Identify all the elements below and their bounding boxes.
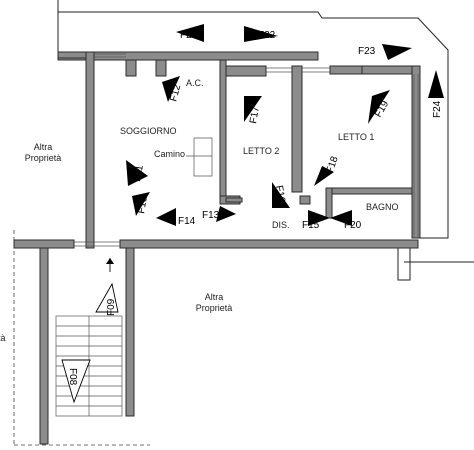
- photo-point-label: F14: [178, 216, 196, 227]
- photo-point-f18: F18: [314, 155, 341, 186]
- photo-point-f09: F09: [95, 282, 119, 316]
- photo-point-label: F20: [344, 220, 362, 231]
- boundary-lines: [13, 0, 474, 446]
- photo-point-label: F08: [67, 368, 78, 386]
- neighbor-label-edge: tà: [0, 333, 6, 343]
- photo-point-f21: F21: [176, 24, 204, 42]
- staircase: [55, 258, 123, 417]
- photo-point-f16: F16: [272, 182, 290, 208]
- photo-point-f19: F19: [368, 90, 391, 124]
- photo-point-label: F17: [248, 105, 262, 124]
- photo-point-label: F22: [258, 30, 276, 41]
- photo-point-f13: F13: [202, 206, 236, 222]
- fireplace-label: Camino: [154, 149, 185, 159]
- neighbor-label-center-1: Altra: [205, 292, 224, 302]
- photo-point-f14: F14: [156, 208, 196, 227]
- photo-point-f08: F08: [61, 359, 91, 404]
- photo-point-label: F10: [136, 195, 150, 214]
- photo-point-f23: F23: [358, 44, 412, 60]
- photo-point-label: F23: [358, 46, 376, 57]
- room-label-bagno: BAGNO: [366, 202, 399, 212]
- photo-point-label: F09: [106, 298, 117, 316]
- photo-point-f11: F11: [126, 160, 148, 186]
- photo-point-label: F18: [324, 155, 340, 175]
- photo-point-label: F13: [202, 210, 220, 221]
- photo-point-label: F12: [168, 83, 183, 103]
- room-label-dis: DIS.: [272, 220, 290, 230]
- ac-label: A.C.: [186, 78, 204, 88]
- neighbor-label-left-1: Altra: [34, 142, 53, 152]
- photo-point-f20: F20: [330, 210, 362, 231]
- photo-point-label: F16: [273, 185, 287, 204]
- photo-point-f17: F17: [244, 96, 262, 125]
- photo-point-f24: F24: [428, 70, 444, 118]
- walls: [13, 51, 421, 445]
- photo-point-label: F11: [132, 164, 146, 183]
- photo-point-f12: F12: [162, 76, 183, 103]
- neighbor-label-center-2: Proprietà: [196, 303, 233, 313]
- room-label-letto1: LETTO 1: [338, 132, 374, 142]
- photo-point-f10: F10: [132, 192, 150, 216]
- fireplace: [186, 137, 213, 177]
- photo-point-f15: F15: [302, 210, 330, 231]
- photo-point-f22: F22: [244, 26, 278, 42]
- room-label-letto2: LETTO 2: [243, 146, 279, 156]
- neighbor-label-left-2: Proprietà: [25, 153, 62, 163]
- room-label-soggiorno: SOGGIORNO: [120, 126, 177, 136]
- window-marks: [74, 53, 419, 247]
- photo-point-label: F21: [180, 30, 198, 41]
- photo-point-label: F24: [432, 100, 443, 118]
- photo-point-label: F15: [302, 220, 320, 231]
